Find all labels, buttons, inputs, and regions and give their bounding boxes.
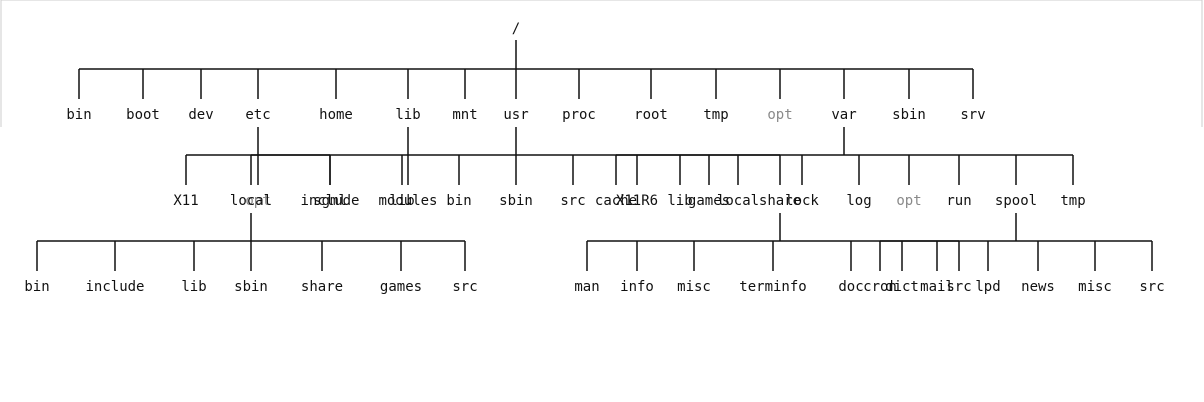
node-etc: etc [245,107,270,123]
node-dev: dev [188,107,213,123]
node-src: src [560,193,585,209]
node-terminfo: terminfo [739,279,806,295]
node-opt: opt [245,193,270,209]
node-lock: lock [785,193,819,209]
node-mail: mail [920,279,954,295]
node-home: home [319,107,353,123]
node-mnt: mnt [452,107,477,123]
node-opt: opt [767,107,792,123]
node-games: games [380,279,422,295]
node-sbin: sbin [234,279,268,295]
node-cache: cache [595,193,637,209]
node-bin: bin [24,279,49,295]
node-bin: bin [446,193,471,209]
node-sbin: sbin [892,107,926,123]
node-run: run [946,193,971,209]
node-var: var [831,107,856,123]
node-games: games [688,193,730,209]
node-root: root [634,107,668,123]
node-share: share [301,279,343,295]
node-log: log [846,193,871,209]
node-cron: cron [863,279,897,295]
node-usr: usr [503,107,528,123]
node-src: src [1139,279,1164,295]
node-local: local [717,193,759,209]
node-opt: opt [896,193,921,209]
node-sgml: sgml [313,193,347,209]
node-boot: boot [126,107,160,123]
node-src: src [946,279,971,295]
node-x11r6: X11R6 [616,193,658,209]
node-local: local [230,193,272,209]
node-tmp: tmp [1060,193,1085,209]
node-info: info [620,279,654,295]
node-lpd: lpd [975,279,1000,295]
node-tmp: tmp [703,107,728,123]
node-x11: X11 [173,193,198,209]
node-doc: doc [838,279,863,295]
node-include: include [300,193,359,209]
node-src: src [452,279,477,295]
node-lib: lib [667,193,692,209]
node-share: share [759,193,801,209]
node-proc: proc [562,107,596,123]
node-sbin: sbin [499,193,533,209]
node-: / [512,21,520,37]
node-lib: lib [181,279,206,295]
node-modules: modules [378,193,437,209]
node-bin: bin [66,107,91,123]
node-include: include [85,279,144,295]
node-news: news [1021,279,1055,295]
node-spool: spool [995,193,1037,209]
node-lib: lib [389,193,414,209]
node-misc: misc [1078,279,1112,295]
node-misc: misc [677,279,711,295]
node-man: man [574,279,599,295]
node-dict: dict [885,279,919,295]
node-srv: srv [960,107,985,123]
node-lib: lib [395,107,420,123]
